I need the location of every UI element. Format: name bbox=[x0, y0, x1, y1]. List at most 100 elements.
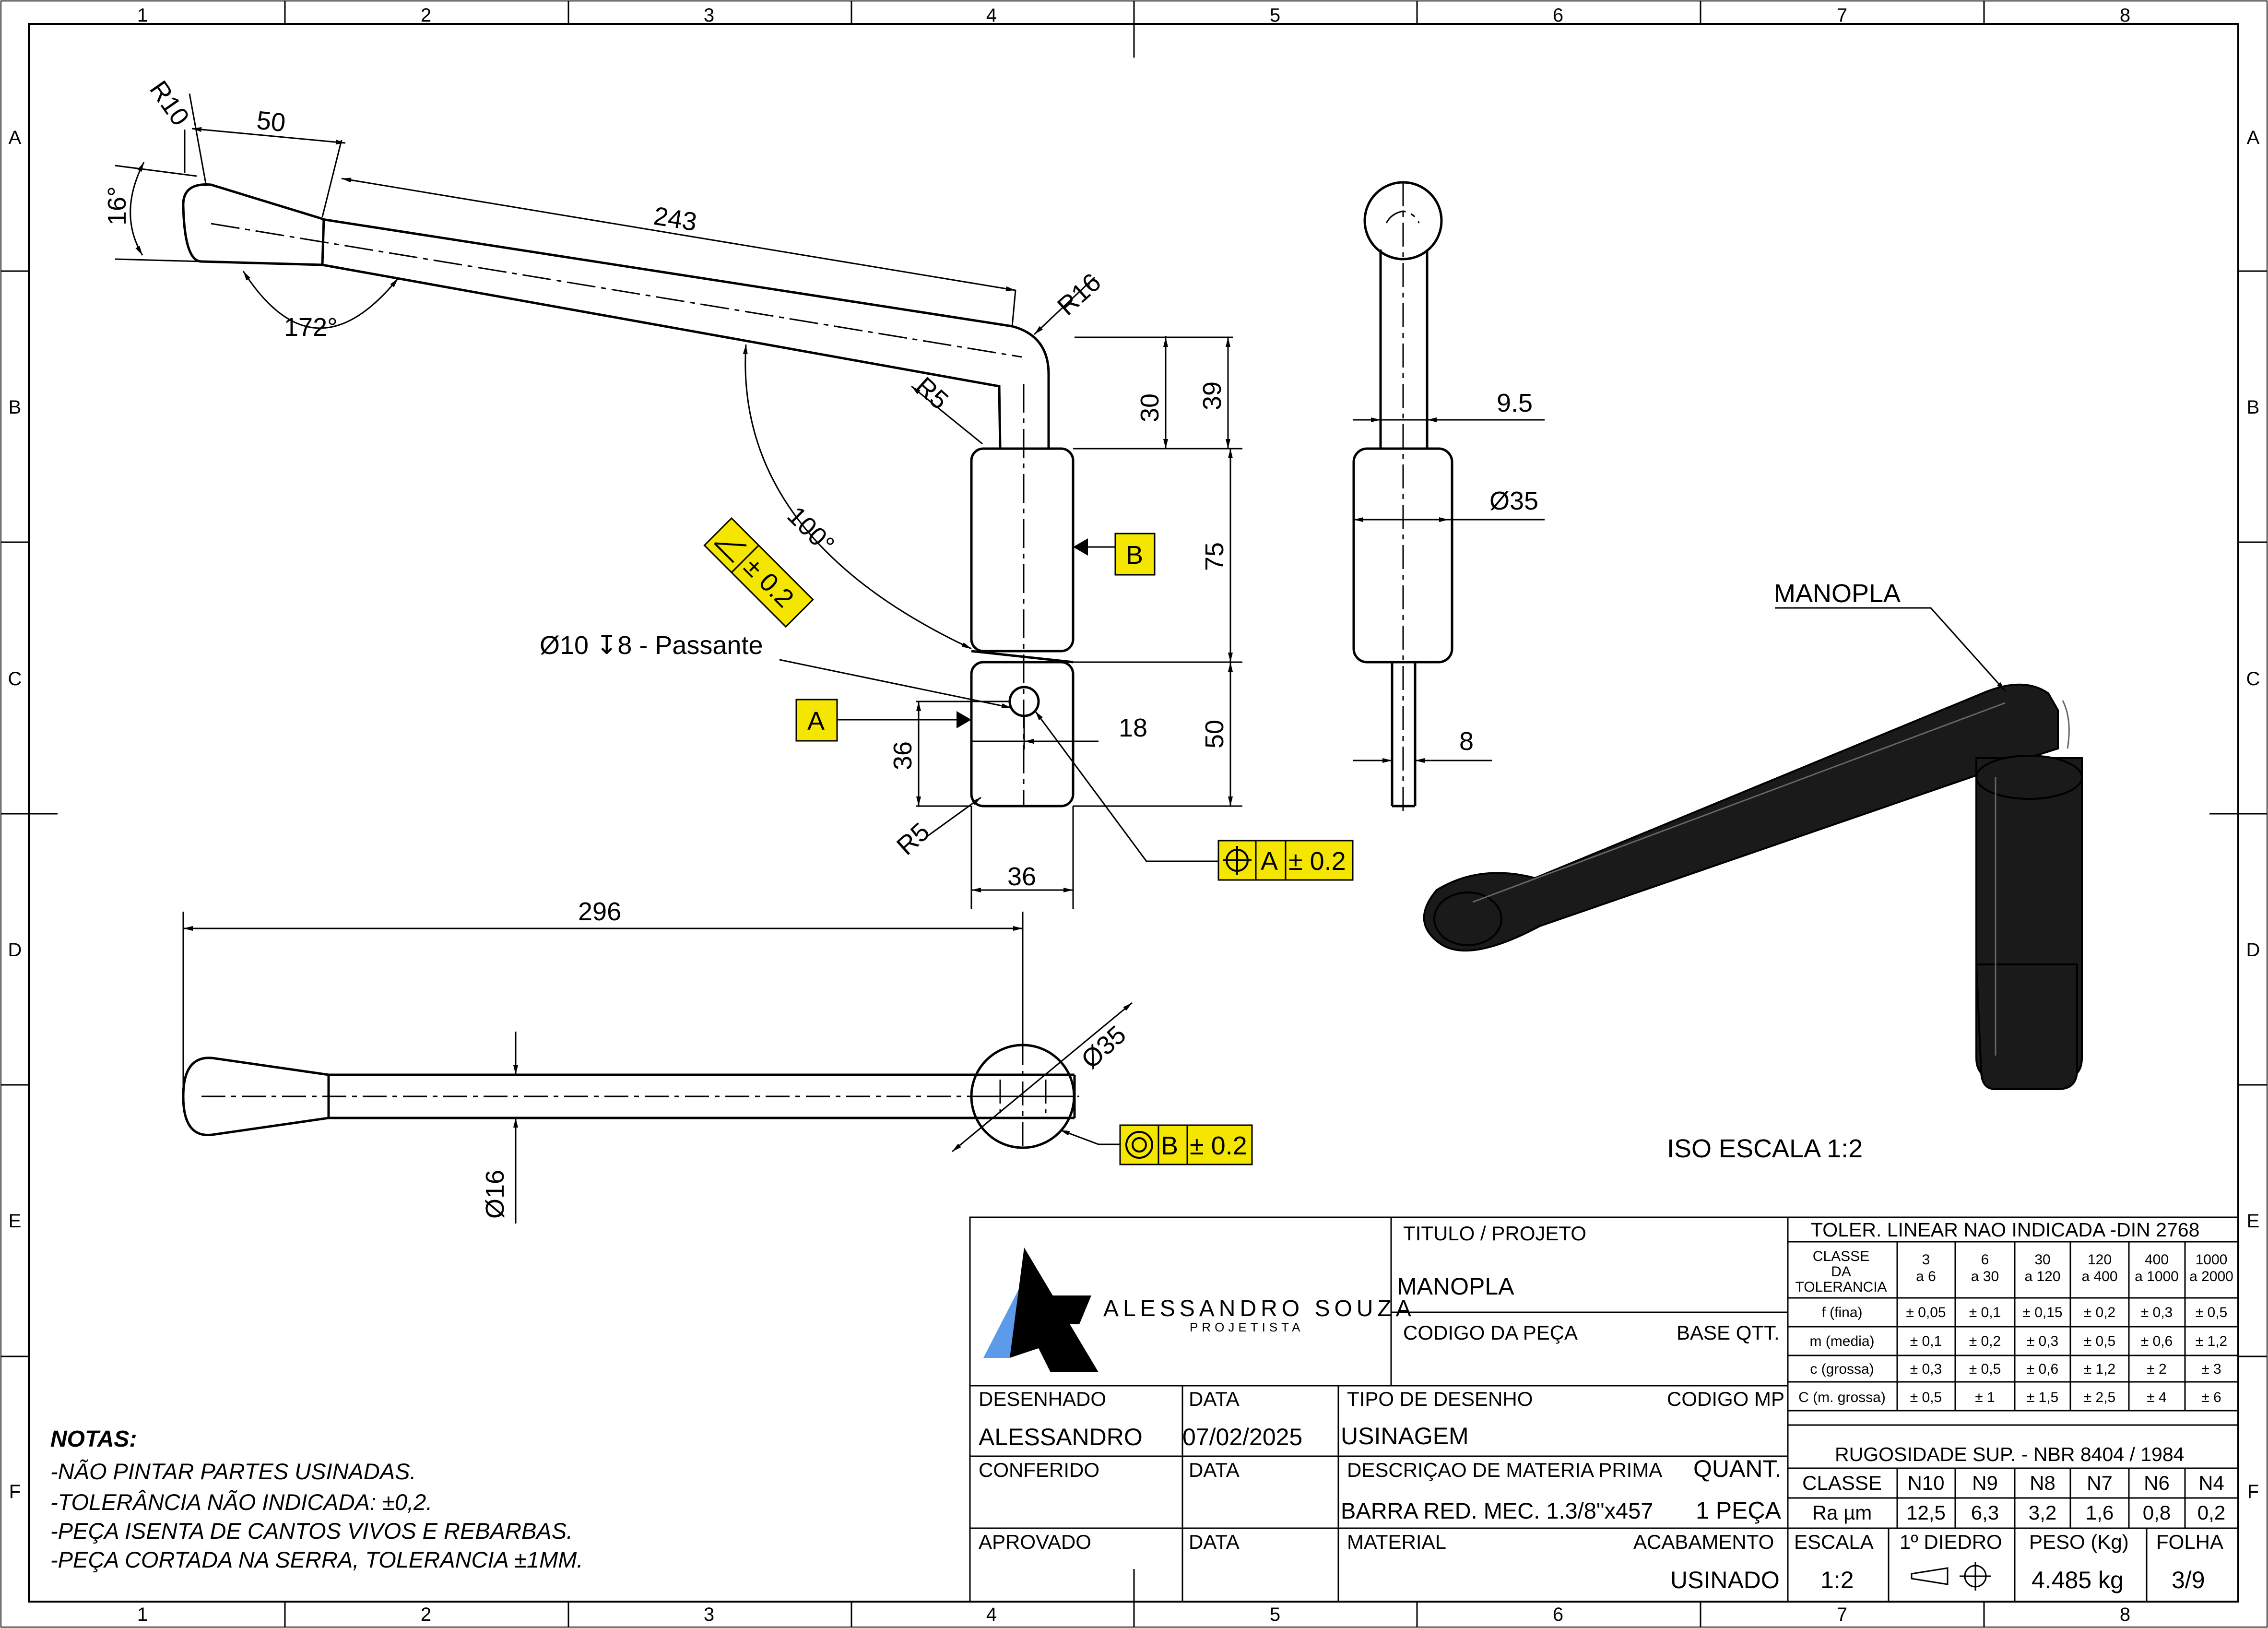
zone-col-5-bottom: 5 bbox=[1270, 1604, 1280, 1625]
dim-39: 39 bbox=[1198, 381, 1227, 410]
tol-row-4-v3: ± 1,5 bbox=[2027, 1390, 2059, 1405]
codigo-mp-label: CODIGO MP bbox=[1667, 1388, 1784, 1410]
tol-range-3-a: 30 bbox=[2034, 1252, 2050, 1268]
dim-9-5: 9.5 bbox=[1497, 389, 1533, 417]
dim-dia35-top: Ø35 bbox=[1076, 1020, 1132, 1074]
tol-row-4-v4: ± 2,5 bbox=[2084, 1390, 2116, 1405]
position-tolerance-frame: A ± 0.2 bbox=[1217, 840, 1354, 881]
tol-range-3-b: a 120 bbox=[2024, 1269, 2060, 1284]
titulo-value: MANOPLA bbox=[1397, 1273, 1514, 1300]
zone-col-7-bottom: 7 bbox=[1837, 1604, 1847, 1625]
position-icon bbox=[1223, 846, 1252, 875]
tol-row-2-name: m (media) bbox=[1809, 1333, 1874, 1349]
zone-row-c-left: C bbox=[8, 668, 22, 689]
roughness-value-2: 6,3 bbox=[1971, 1501, 1999, 1524]
zone-row-d-right: D bbox=[2246, 939, 2260, 961]
first-angle-projection-icon bbox=[1911, 1562, 1991, 1591]
tol-row-2-v5: ± 0,6 bbox=[2141, 1333, 2173, 1349]
tol-range-2-a: 6 bbox=[1981, 1252, 1989, 1268]
tol-row-3-v6: ± 3 bbox=[2201, 1361, 2221, 1377]
concentricity-icon bbox=[1125, 1131, 1153, 1159]
zone-col-6-top: 6 bbox=[1553, 5, 1563, 26]
zone-col-1-top: 1 bbox=[137, 5, 148, 26]
tipo-label: TIPO DE DESENHO bbox=[1347, 1388, 1533, 1410]
tol-class-header-1: CLASSE bbox=[1813, 1248, 1869, 1264]
position-datum: A bbox=[1261, 847, 1278, 876]
datum-b: B bbox=[1073, 533, 1156, 576]
roughness-title: RUGOSIDADE SUP. - NBR 8404 / 1984 bbox=[1835, 1443, 2184, 1465]
zone-col-5-top: 5 bbox=[1270, 5, 1280, 26]
roughness-class-label: CLASSE bbox=[1802, 1472, 1882, 1494]
descricao-value: BARRA RED. MEC. 1.3/8"x457 bbox=[1341, 1498, 1653, 1523]
descricao-label: DESCRIÇAO DE MATERIA PRIMA bbox=[1347, 1459, 1662, 1481]
quant-label: QUANT. bbox=[1693, 1455, 1781, 1482]
tol-row-3-v3: ± 0,6 bbox=[2027, 1361, 2059, 1377]
zone-col-2-bottom: 2 bbox=[421, 1604, 431, 1625]
tol-range-1-b: a 6 bbox=[1916, 1269, 1936, 1284]
note-line-1: -NÃO PINTAR PARTES USINADAS. bbox=[50, 1459, 416, 1484]
datum-a: A bbox=[795, 699, 971, 742]
tol-row-1-v6: ± 0,5 bbox=[2196, 1305, 2228, 1320]
dim-36-horizontal: 36 bbox=[1007, 862, 1036, 891]
escala-label: ESCALA bbox=[1794, 1531, 1874, 1553]
logo-dark-mark bbox=[1010, 1248, 1099, 1372]
aprovado-label: APROVADO bbox=[979, 1531, 1091, 1553]
dim-50-side: 50 bbox=[1200, 720, 1229, 749]
dim-r10: R10 bbox=[144, 75, 195, 131]
zone-col-3-top: 3 bbox=[704, 5, 714, 26]
folha-label: FOLHA bbox=[2156, 1531, 2223, 1553]
tol-row-2-v4: ± 0,5 bbox=[2084, 1333, 2116, 1349]
dim-8: 8 bbox=[1459, 727, 1474, 756]
concentricity-value: ± 0.2 bbox=[1190, 1131, 1247, 1160]
front-view: R10 50 16° 172° 243 R16 R5 30 39 100° 75… bbox=[103, 75, 1354, 909]
zone-row-f-left: F bbox=[9, 1481, 21, 1502]
tol-row-4-v5: ± 4 bbox=[2147, 1390, 2166, 1405]
zone-row-f-right: F bbox=[2247, 1481, 2259, 1502]
tol-row-2-v1: ± 0,1 bbox=[1910, 1333, 1942, 1349]
roughness-value-4: 1,6 bbox=[2086, 1501, 2114, 1524]
roughness-class-5: N6 bbox=[2144, 1472, 2170, 1494]
concentricity-datum: B bbox=[1161, 1131, 1178, 1160]
zone-col-7-top: 7 bbox=[1837, 5, 1847, 26]
tol-row-1-name: f (fina) bbox=[1821, 1305, 1862, 1320]
data-label-2: DATA bbox=[1189, 1459, 1240, 1481]
tol-row-1-v1: ± 0,05 bbox=[1906, 1305, 1946, 1320]
dim-dia16: Ø16 bbox=[481, 1170, 509, 1219]
tol-row-3-v2: ± 0,5 bbox=[1969, 1361, 2001, 1377]
zone-col-8-top: 8 bbox=[2120, 5, 2130, 26]
tol-row-4-v2: ± 1 bbox=[1975, 1390, 1995, 1405]
tol-row-1-v2: ± 0,1 bbox=[1969, 1305, 2001, 1320]
dim-r16: R16 bbox=[1052, 268, 1107, 321]
top-view: 296 Ø16 Ø35 B ± 0.2 bbox=[182, 897, 1253, 1224]
desenhado-label: DESENHADO bbox=[979, 1388, 1106, 1410]
dim-dia35-side: Ø35 bbox=[1489, 487, 1538, 515]
iso-label: MANOPLA bbox=[1774, 579, 1901, 608]
escala-value: 1:2 bbox=[1820, 1567, 1854, 1593]
base-qtt-label: BASE QTT. bbox=[1677, 1321, 1780, 1344]
angularity-icon bbox=[714, 542, 747, 563]
tol-row-3-name: c (grossa) bbox=[1810, 1361, 1874, 1377]
notes: NOTAS: -NÃO PINTAR PARTES USINADAS. -TOL… bbox=[50, 1426, 583, 1572]
zone-row-b-right: B bbox=[2247, 397, 2260, 418]
tol-row-4-v6: ± 6 bbox=[2201, 1390, 2221, 1405]
tol-class-header-3: TOLERANCIA bbox=[1795, 1279, 1887, 1295]
tol-row-1-v3: ± 0,15 bbox=[2022, 1305, 2062, 1320]
tol-row-2-v3: ± 0,3 bbox=[2027, 1333, 2059, 1349]
zone-row-a-left: A bbox=[9, 127, 22, 148]
roughness-value-5: 0,8 bbox=[2143, 1501, 2171, 1524]
dim-75: 75 bbox=[1200, 542, 1229, 571]
peso-label: PESO (Kg) bbox=[2029, 1531, 2129, 1553]
front-view-dimension-lines bbox=[115, 93, 1242, 909]
zone-row-c-right: C bbox=[2246, 668, 2260, 689]
logo-name: ALESSANDRO SOUZA bbox=[1103, 1296, 1416, 1321]
zone-col-3-bottom: 3 bbox=[704, 1604, 714, 1625]
data-label-1: DATA bbox=[1189, 1388, 1240, 1410]
front-view-centerlines bbox=[211, 223, 1025, 806]
tol-row-2-v2: ± 0,2 bbox=[1969, 1333, 2001, 1349]
concentricity-tolerance-frame: B ± 0.2 bbox=[1119, 1124, 1253, 1165]
zone-row-e-right: E bbox=[2247, 1211, 2260, 1232]
roughness-class-6: N4 bbox=[2198, 1472, 2224, 1494]
diedro-label: 1º DIEDRO bbox=[1900, 1531, 2002, 1553]
zone-row-d-left: D bbox=[8, 939, 22, 961]
